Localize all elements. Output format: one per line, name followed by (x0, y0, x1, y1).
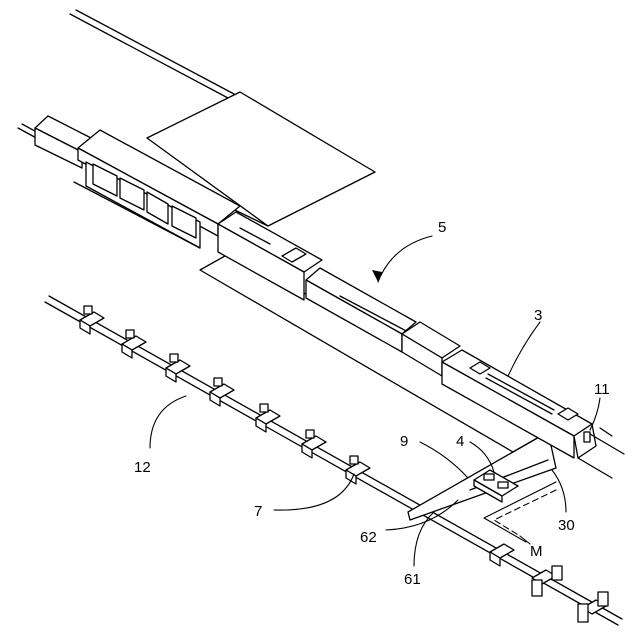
label-7: 7 (254, 503, 262, 520)
label-M: M (530, 543, 543, 560)
label-11: 11 (594, 381, 610, 398)
mount-1 (80, 306, 104, 334)
mount-3 (166, 354, 190, 382)
leader-7 (274, 474, 354, 510)
leader-3 (508, 322, 540, 376)
label-30: 30 (558, 517, 575, 534)
label-5: 5 (438, 219, 446, 236)
label-61: 61 (404, 571, 421, 588)
leader-5 (378, 236, 432, 282)
label-3: 3 (534, 307, 542, 324)
label-9: 9 (400, 433, 408, 450)
label-12: 12 (134, 459, 151, 476)
mount-2 (122, 330, 146, 358)
label-62: 62 (360, 529, 377, 546)
label-4: 4 (456, 433, 464, 450)
mount-7 (346, 456, 370, 484)
leader-12 (150, 396, 186, 448)
